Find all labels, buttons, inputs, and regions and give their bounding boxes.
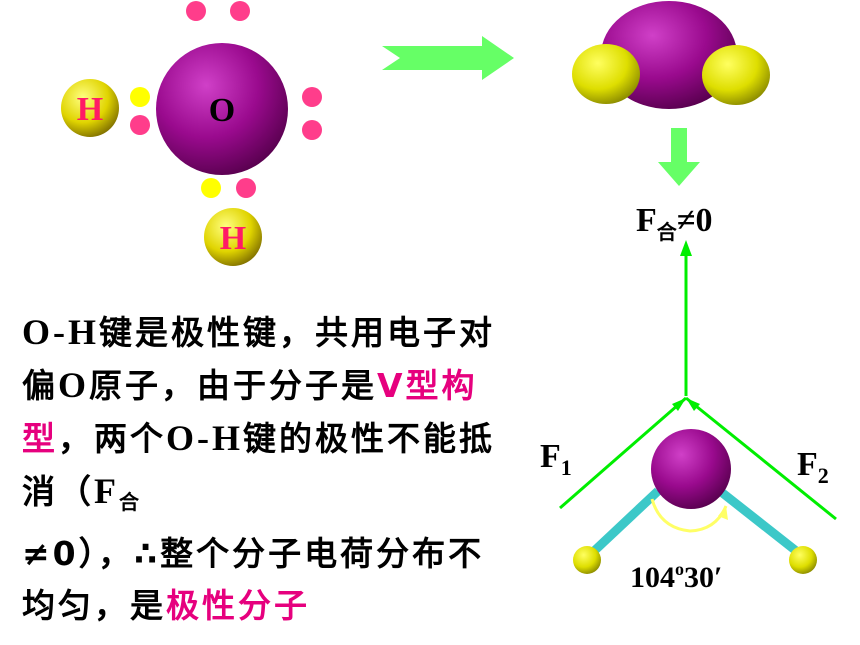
force-f2-label: F2 [797,446,829,488]
hydrogen-atom-bottom [204,208,262,266]
explanation-part: F [94,471,119,511]
explanation-part: ≠0 [22,534,79,573]
polarity-explanation: O-H键是极性键，共用电子对偏O原子，由于分子是V型构型，两个O-H键的极性不能… [22,306,512,632]
electron-dot [236,178,256,198]
hydrogen-ball-left [572,44,640,104]
bond-stick-right [717,487,803,558]
hydrogen-atom-left [61,79,119,137]
v-shape-highlight: V型构型 [22,366,478,458]
bond-angle-arc [650,498,728,533]
angle-arc-arrowhead [718,506,728,520]
electron-dot [302,120,322,140]
explanation-part: 键是极性键，共用电子对偏 [22,313,495,405]
force-vectors [559,240,837,521]
hydrogen-label-left: H [77,91,103,128]
hydrogen-ball-right-small [789,546,817,574]
lewis-structure: O H H [61,1,322,266]
explanation-part: O-H [22,312,99,352]
oxygen-atom [156,43,288,175]
electron-dot [130,87,150,107]
arrow-right-icon [382,36,514,80]
explanation-part: 键的极性不能抵消（ [22,419,495,511]
resultant-arrowhead [680,240,692,256]
explanation-part: ，两个 [58,419,166,458]
hydrogen-ball-left-small [573,546,601,574]
electron-dot [302,87,322,107]
polar-molecule-highlight: 极性分子 [166,586,310,625]
electron-dot [186,1,206,21]
force-f1-line [559,396,687,510]
hydrogen-ball-right [702,45,770,105]
resultant-force-label: F合≠0 [636,202,712,244]
bond-angle-label: 104o30′ [630,559,722,594]
electron-dot [130,115,150,135]
bond-stick-left [588,487,662,557]
explanation-part: 原子，由于分子是 [89,366,378,405]
electron-dot [230,1,250,21]
explanation-subscript: 合 [119,490,139,514]
space-filling-model [572,1,770,109]
f2-arrowhead [686,398,700,411]
ball-and-stick-model [573,429,817,574]
explanation-part: O-H [166,418,243,458]
central-oxygen-ball [651,429,731,509]
explanation-part: ），∴整个分子电荷分布不均匀，是 [22,534,485,625]
hydrogen-label-bottom: H [220,220,246,257]
f1-arrowhead [672,398,686,411]
force-f2-line [685,396,837,521]
arrow-down-icon [658,128,700,186]
oxygen-label: O [209,92,235,129]
explanation-part: O [58,365,90,405]
electron-dot [201,178,221,198]
force-f1-label: F1 [540,438,572,480]
